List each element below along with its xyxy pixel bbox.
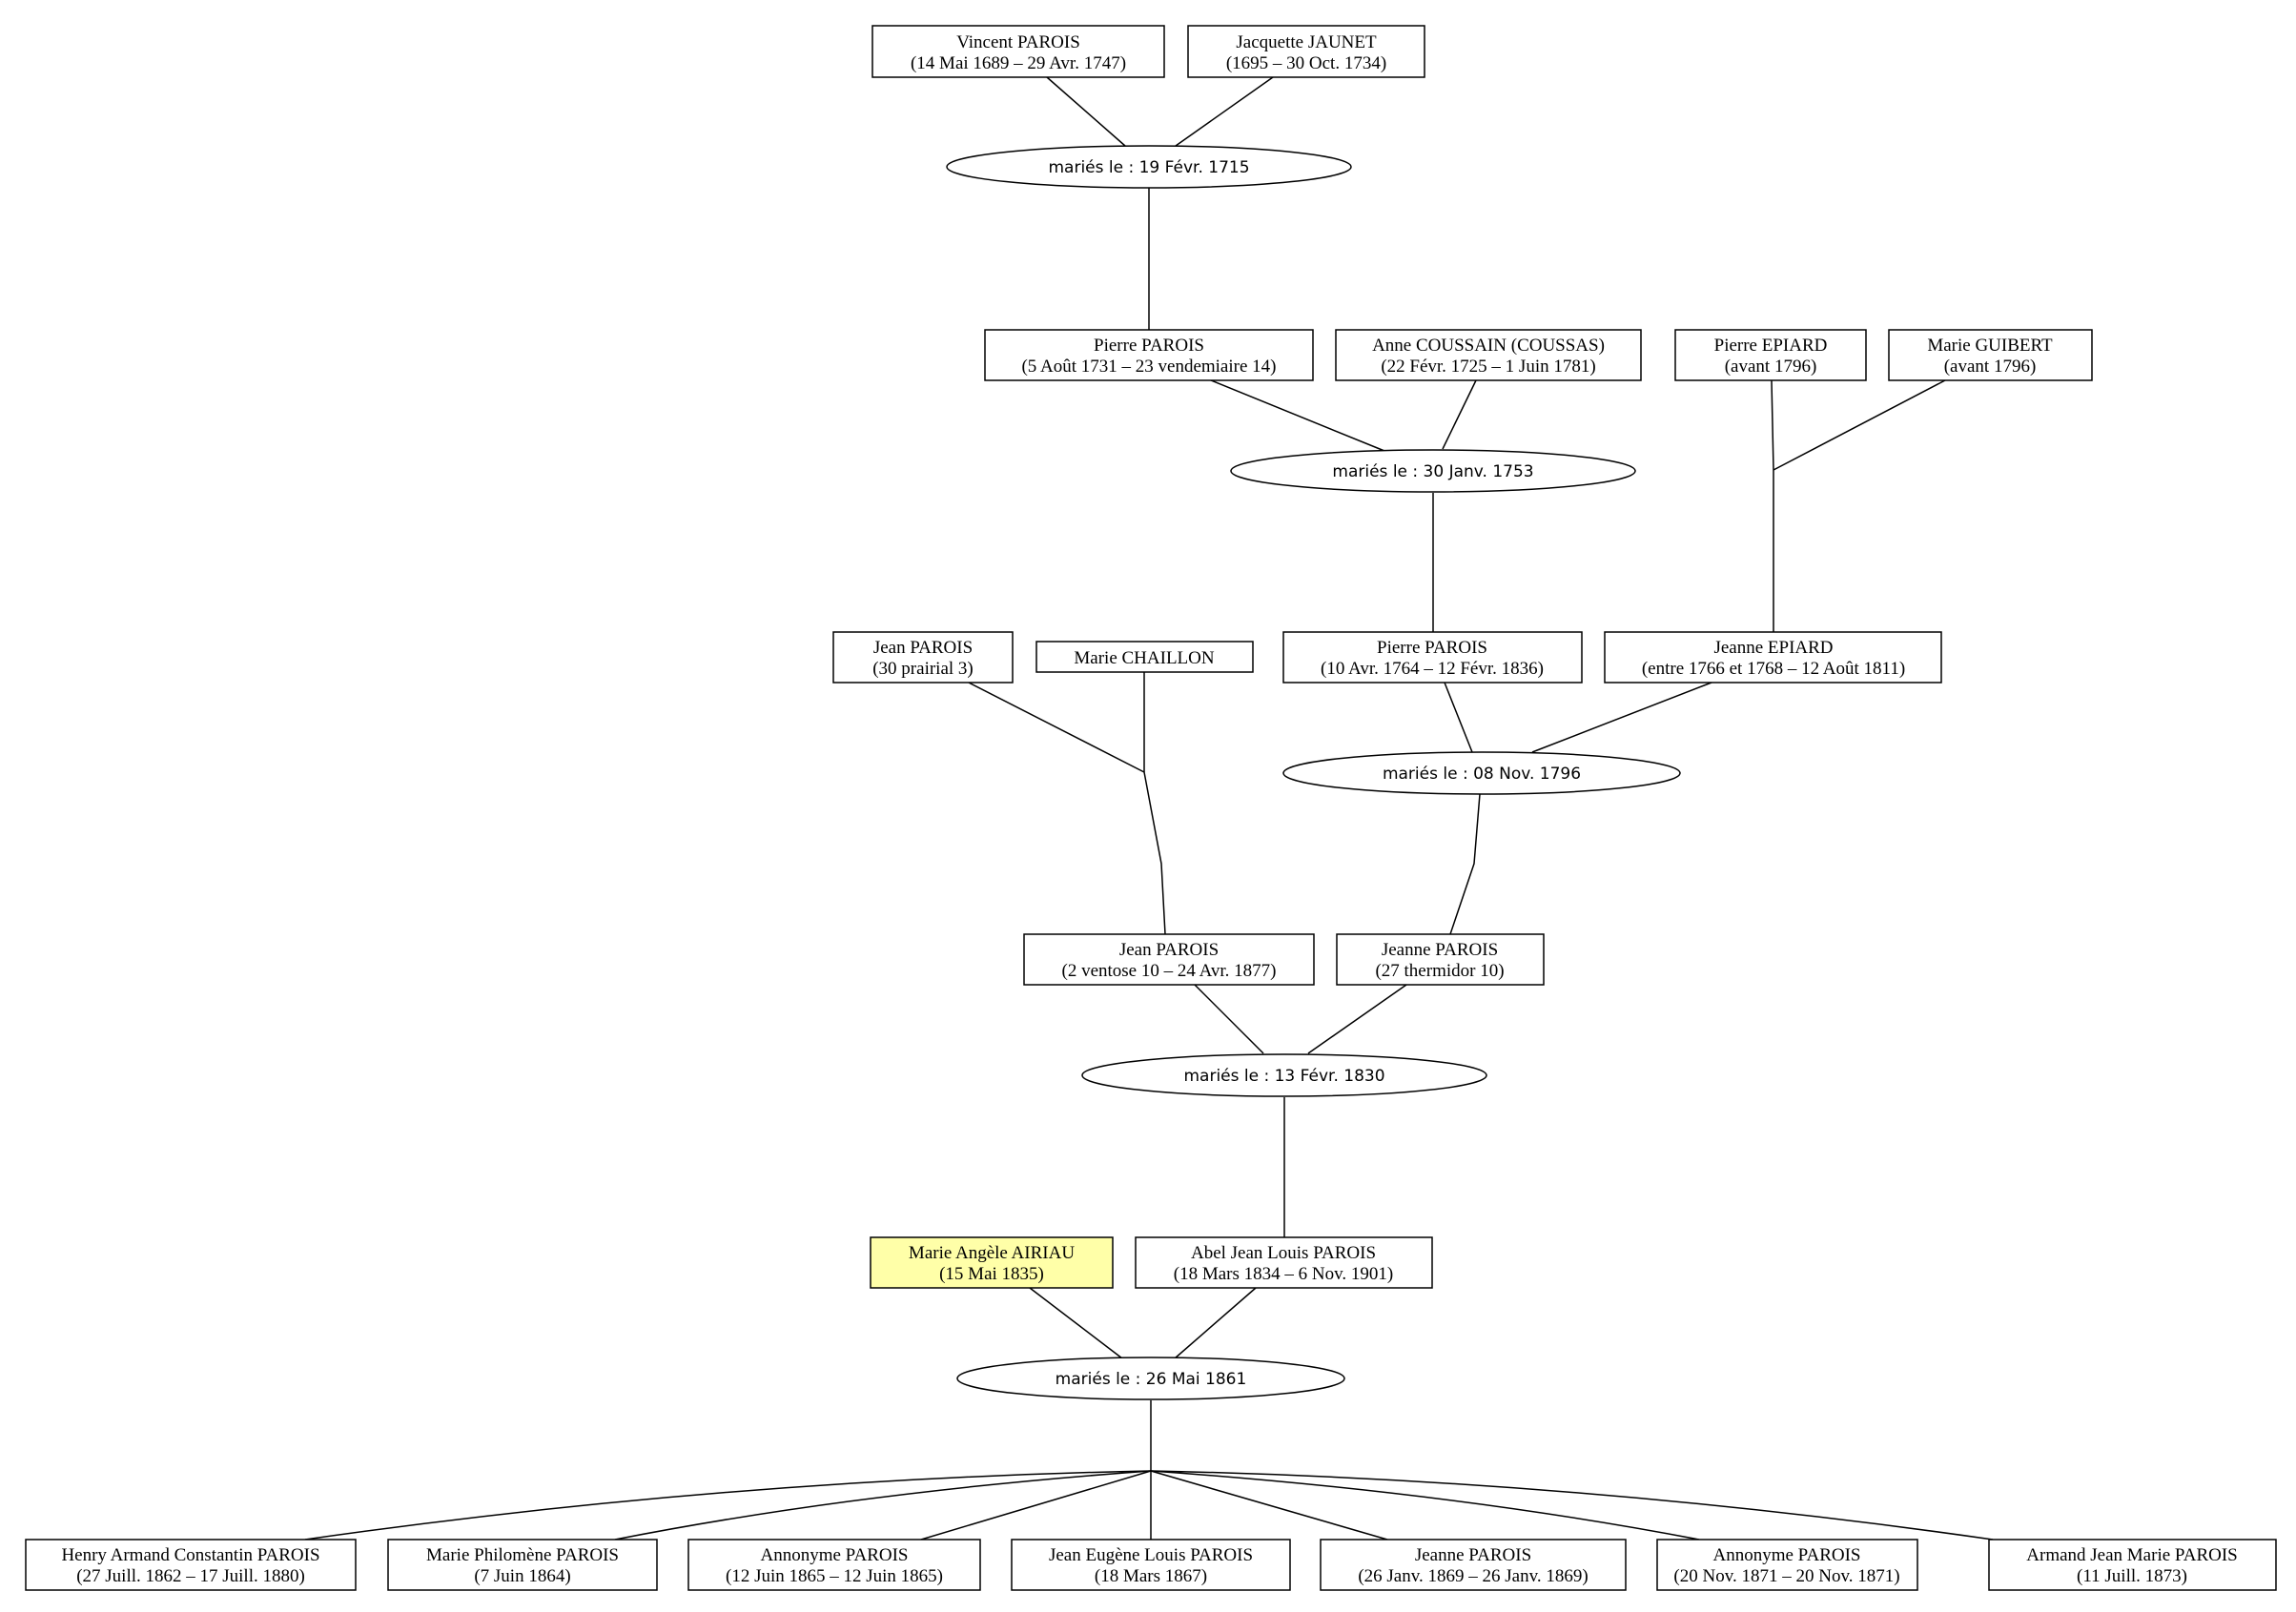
person-dates: (entre 1766 et 1768 – 12 Août 1811) [1642,659,1905,679]
union-1830: mariés le : 13 Févr. 1830 [1081,1053,1487,1097]
person-pierre-parois-1731: Pierre PAROIS (5 Août 1731 – 23 vendemia… [984,329,1314,381]
person-marie-guibert: Marie GUIBERT (avant 1796) [1888,329,2093,381]
person-dates: (27 thermidor 10) [1375,961,1504,981]
person-name: Jean Eugène Louis PAROIS [1049,1545,1253,1565]
person-name: Jacquette JAUNET [1236,32,1377,52]
union-1715: mariés le : 19 Févr. 1715 [946,145,1352,189]
person-dates: (1695 – 30 Oct. 1734) [1226,53,1386,73]
person-dates: (18 Mars 1867) [1095,1566,1207,1586]
union-1861: mariés le : 26 Mai 1861 [956,1357,1345,1400]
person-dates: (5 Août 1731 – 23 vendemiaire 14) [1021,357,1276,377]
union-1796: mariés le : 08 Nov. 1796 [1282,751,1681,795]
person-name: Marie GUIBERT [1927,336,2053,356]
person-dates: (18 Mars 1834 – 6 Nov. 1901) [1174,1264,1393,1284]
person-dates: (30 prairial 3) [872,659,974,679]
person-name: Abel Jean Louis PAROIS [1191,1243,1376,1263]
person-jean-eugene-louis-parois: Jean Eugène Louis PAROIS (18 Mars 1867) [1011,1539,1291,1591]
person-dates: (avant 1796) [1944,357,2037,377]
person-name: Marie Angèle AIRIAU [909,1243,1075,1263]
person-dates: (12 Juin 1865 – 12 Juin 1865) [726,1566,943,1586]
person-marie-philomene-parois: Marie Philomène PAROIS (7 Juin 1864) [387,1539,658,1591]
person-jeanne-parois-thermidor: Jeanne PAROIS (27 thermidor 10) [1336,933,1545,986]
person-name: Armand Jean Marie PAROIS [2026,1545,2237,1565]
person-abel-jean-louis-parois: Abel Jean Louis PAROIS (18 Mars 1834 – 6… [1135,1236,1433,1289]
person-dates: (27 Juill. 1862 – 17 Juill. 1880) [76,1566,305,1586]
person-annonyme-parois-1865: Annonyme PAROIS (12 Juin 1865 – 12 Juin … [687,1539,981,1591]
person-marie-angele-airiau: Marie Angèle AIRIAU (15 Mai 1835) [870,1236,1114,1289]
person-name: Pierre EPIARD [1714,336,1828,356]
person-name: Marie Philomène PAROIS [426,1545,619,1565]
person-pierre-parois-1764: Pierre PAROIS (10 Avr. 1764 – 12 Févr. 1… [1282,631,1583,684]
person-pierre-epiard: Pierre EPIARD (avant 1796) [1674,329,1867,381]
person-henry-armand-constantin-parois: Henry Armand Constantin PAROIS (27 Juill… [25,1539,357,1591]
person-name: Jean PAROIS [873,638,973,658]
person-armand-jean-marie-parois: Armand Jean Marie PAROIS (11 Juill. 1873… [1988,1539,2277,1591]
person-dates: (22 Févr. 1725 – 1 Juin 1781) [1381,357,1595,377]
person-dates: (7 Juin 1864) [474,1566,570,1586]
person-annonyme-parois-1871: Annonyme PAROIS (20 Nov. 1871 – 20 Nov. … [1656,1539,1918,1591]
person-name: Jean PAROIS [1119,940,1219,960]
union-label: mariés le : 13 Févr. 1830 [1183,1067,1384,1086]
person-jeanne-parois-1869: Jeanne PAROIS (26 Janv. 1869 – 26 Janv. … [1320,1539,1627,1591]
person-name: Anne COUSSAIN (COUSSAS) [1372,336,1605,356]
person-dates: (2 ventose 10 – 24 Avr. 1877) [1062,961,1277,981]
person-name: Pierre PAROIS [1377,638,1487,658]
person-dates: (26 Janv. 1869 – 26 Janv. 1869) [1358,1566,1588,1586]
person-name: Vincent PAROIS [956,32,1080,52]
connector-lines [304,76,1994,1541]
person-jean-parois-ventose: Jean PAROIS (2 ventose 10 – 24 Avr. 1877… [1023,933,1315,986]
person-name: Henry Armand Constantin PAROIS [61,1545,319,1565]
person-name: Marie CHAILLON [1074,648,1214,668]
person-jacquette-jaunet: Jacquette JAUNET (1695 – 30 Oct. 1734) [1187,25,1425,78]
person-name: Jeanne PAROIS [1382,940,1498,960]
person-marie-chaillon: Marie CHAILLON [1035,641,1254,673]
person-dates: (avant 1796) [1725,357,1817,377]
person-name: Jeanne PAROIS [1415,1545,1531,1565]
person-name: Jeanne EPIARD [1713,638,1833,658]
person-name: Pierre PAROIS [1094,336,1204,356]
person-jeanne-epiard: Jeanne EPIARD (entre 1766 et 1768 – 12 A… [1604,631,1942,684]
person-dates: (14 Mai 1689 – 29 Avr. 1747) [911,53,1126,73]
person-jean-parois-prairial: Jean PAROIS (30 prairial 3) [832,631,1014,684]
person-vincent-parois: Vincent PAROIS (14 Mai 1689 – 29 Avr. 17… [871,25,1165,78]
union-label: mariés le : 19 Févr. 1715 [1048,158,1249,177]
person-anne-coussain: Anne COUSSAIN (COUSSAS) (22 Févr. 1725 –… [1335,329,1642,381]
union-1753: mariés le : 30 Janv. 1753 [1230,449,1636,493]
person-name: Annonyme PAROIS [760,1545,908,1565]
person-dates: (10 Avr. 1764 – 12 Févr. 1836) [1321,659,1544,679]
union-label: mariés le : 08 Nov. 1796 [1383,765,1581,784]
person-name: Annonyme PAROIS [1712,1545,1860,1565]
person-dates: (11 Juill. 1873) [2077,1566,2187,1586]
union-label: mariés le : 26 Mai 1861 [1056,1370,1247,1389]
person-dates: (15 Mai 1835) [939,1264,1044,1284]
person-dates: (20 Nov. 1871 – 20 Nov. 1871) [1673,1566,1899,1586]
union-label: mariés le : 30 Janv. 1753 [1332,462,1533,481]
